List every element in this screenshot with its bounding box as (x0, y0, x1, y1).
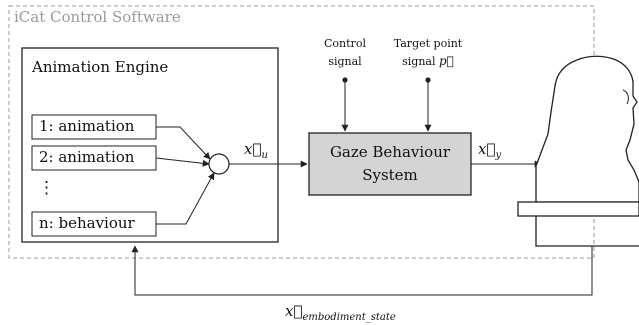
combiner-circle (208, 153, 230, 175)
item-label-n: n: behaviour (39, 214, 135, 232)
signal-embodiment-state: x⃗embodiment_state (285, 302, 396, 323)
ellipsis: ⋮ (38, 178, 55, 198)
arrow-itemn-to-combiner (156, 172, 215, 225)
control-signal-label-line1: Control (324, 37, 366, 50)
arrow-item2-to-combiner (155, 157, 210, 167)
gaze-title-line2: System (362, 166, 418, 184)
item-label-1: 1: animation (39, 117, 135, 135)
item-label-2: 2: animation (39, 148, 135, 166)
signal-xy: x⃗y (478, 140, 502, 161)
gaze-title-line1: Gaze Behaviour (329, 143, 451, 161)
engine-title: Animation Engine (32, 58, 169, 76)
icat-robot-silhouette (517, 55, 639, 247)
item-box-1 (31, 114, 157, 140)
feedback-loop-arrow (131, 245, 593, 296)
signal-xu: x⃗u (244, 140, 268, 161)
arrow-item1-to-combiner (156, 126, 211, 160)
software-title: iCat Control Software (14, 8, 181, 26)
control-signal-label-line2: signal (328, 55, 362, 68)
target-point-label-line2: signal p⃗ (402, 54, 454, 68)
animation-engine-box (21, 47, 279, 243)
target-point-label-line1: Target point (393, 37, 463, 50)
item-box-2 (31, 145, 157, 171)
